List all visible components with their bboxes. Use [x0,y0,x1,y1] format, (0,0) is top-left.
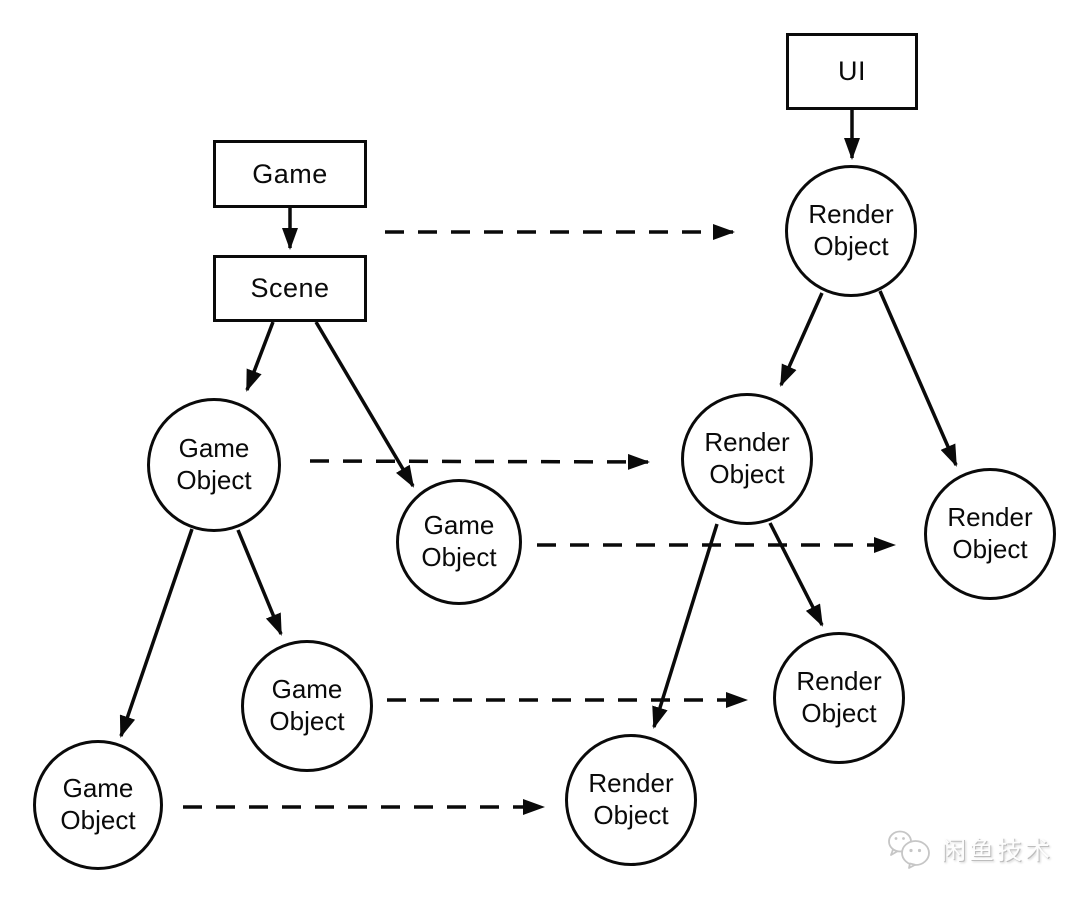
watermark-text: 闲鱼技术 [941,837,1054,865]
node-render-object-1-label: Render Object [704,427,790,489]
edge-game-object-1-to-game-object-3 [119,528,194,738]
node-render-object-1: Render Object [681,393,813,525]
edge-game-object-1-to-game-object-4 [236,529,283,636]
node-game-object-2-label: Game Object [421,510,497,572]
node-render-object-4-label: Render Object [796,666,882,728]
wechat-icon [888,830,930,869]
node-game-object-1-label: Game Object [176,433,252,495]
edge-render-root-to-render-object-1 [779,292,824,387]
watermark: 闲鱼技术 [886,828,1053,870]
node-scene: Scene [213,255,367,322]
edge-dashed-game-object-1-to-render-object-1 [309,453,650,470]
node-render-object-4: Render Object [773,632,905,764]
node-game-object-4: Game Object [241,640,373,772]
node-game-label: Game [252,158,328,189]
node-ui-label: UI [838,56,866,86]
edge-scene-to-game-object-1 [245,321,275,392]
node-game-object-3-label: Game Object [60,773,136,835]
node-game: Game [213,140,367,208]
node-game-object-2: Game Object [396,479,522,605]
node-render-object-2-label: Render Object [947,502,1033,564]
node-game-object-4-label: Game Object [269,674,345,736]
edge-scene-to-game-object-2 [314,321,415,488]
node-scene-label: Scene [250,273,330,303]
node-render-object-3-label: Render Object [588,768,674,830]
node-render-object-root-label: Render Object [808,199,894,261]
node-game-object-1: Game Object [147,398,281,532]
node-render-object-3: Render Object [565,734,697,866]
node-render-object-root: Render Object [785,165,917,297]
node-game-object-3: Game Object [33,740,163,870]
node-render-object-2: Render Object [924,468,1056,600]
edge-render-object-1-to-render-object-4 [768,522,824,627]
edge-render-object-1-to-render-object-3 [652,523,719,729]
node-ui: UI [786,33,918,110]
edge-render-root-to-render-object-2 [878,290,958,467]
